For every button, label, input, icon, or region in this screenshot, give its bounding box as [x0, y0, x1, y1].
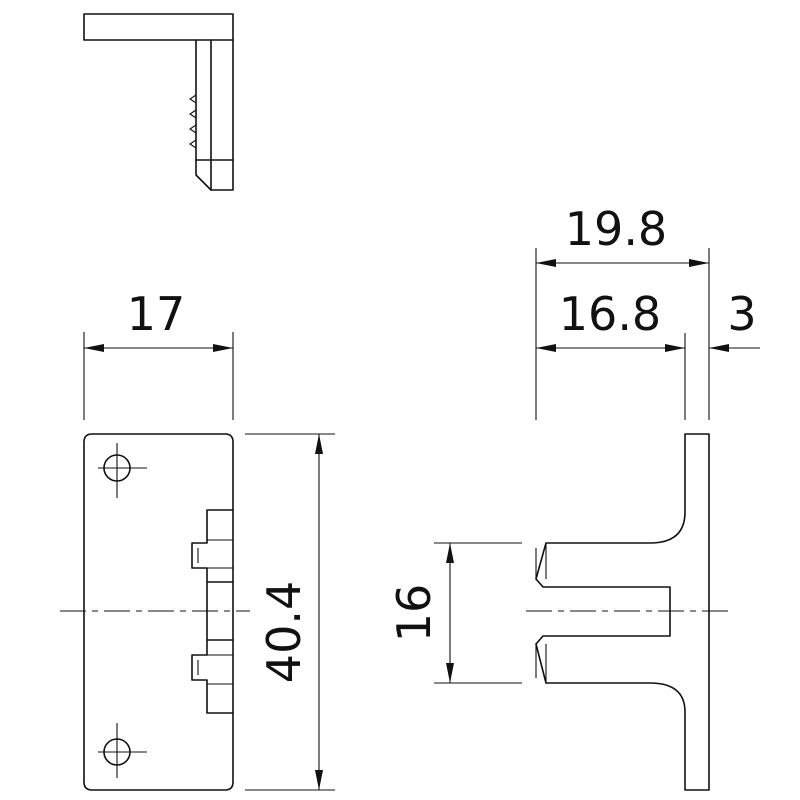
front-view-outline — [83, 433, 234, 791]
side-view-plate — [535, 433, 710, 791]
dimension-prong-span: 16 — [387, 542, 522, 684]
mounting-hole-top — [98, 443, 147, 498]
dimension-total-depth-label: 19.8 — [565, 202, 667, 256]
front-view — [83, 433, 234, 791]
dimension-plate-thickness: 3 — [709, 287, 760, 352]
dimension-height-label: 40.4 — [257, 581, 311, 683]
dimension-inner-depth-label: 16.8 — [559, 287, 661, 341]
dimension-prong-span-label: 16 — [387, 584, 441, 643]
dimension-inner-depth: 16.8 — [536, 287, 686, 420]
dimension-width: 17 — [83, 287, 234, 420]
dimension-width-label: 17 — [127, 287, 186, 341]
dimension-height: 40.4 — [245, 433, 335, 791]
dimension-total-depth: 19.8 — [535, 202, 710, 420]
dimension-plate-thickness-label: 3 — [727, 287, 756, 341]
side-view — [535, 433, 710, 791]
top-view-teeth — [189, 94, 197, 149]
mounting-hole-bottom — [98, 723, 147, 778]
top-view-flange — [83, 13, 234, 191]
top-view — [83, 13, 234, 191]
